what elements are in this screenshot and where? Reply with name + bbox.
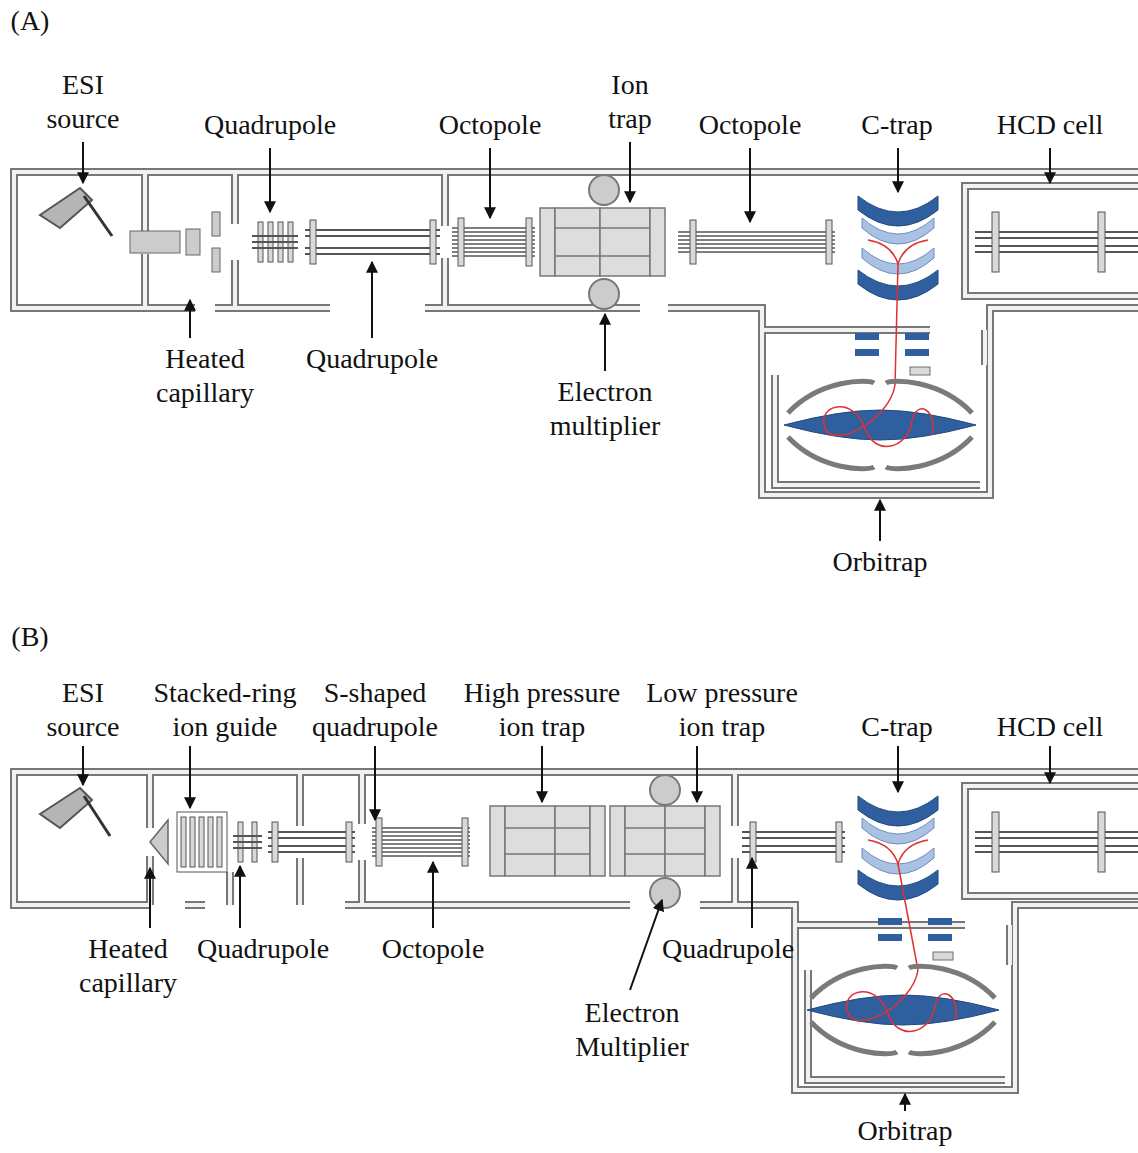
ion-path	[898, 864, 918, 970]
part-label: C-trap	[861, 108, 933, 142]
octopole	[452, 218, 535, 266]
esi-source	[40, 788, 110, 836]
high-pressure-ion-trap	[490, 806, 605, 876]
part-label: Octopole	[382, 932, 485, 966]
octopole	[372, 818, 470, 866]
ion-path	[895, 264, 898, 385]
quadrupole	[252, 222, 298, 262]
part-label: C-trap	[861, 710, 933, 744]
part-label: High pressure ion trap	[452, 676, 632, 743]
s-shaped-quadrupole	[268, 822, 355, 862]
part-label: (B)	[11, 620, 48, 654]
hcd-cell	[975, 812, 1138, 872]
orbitrap	[807, 918, 999, 1054]
quadrupole	[233, 822, 262, 862]
hcd-cell	[975, 212, 1138, 272]
ion-trap	[540, 208, 665, 276]
vacuum-housing	[14, 172, 1138, 495]
part-label: Electron Multiplier	[557, 996, 707, 1063]
part-label: Orbitrap	[833, 545, 928, 579]
part-label: (A)	[11, 4, 50, 38]
low-pressure-ion-trap	[610, 806, 720, 876]
electron-multiplier	[589, 175, 619, 309]
part-label: Quadrupole	[662, 932, 794, 966]
part-label: HCD cell	[997, 710, 1104, 744]
heated-capillary	[130, 212, 220, 272]
part-label: Quadrupole	[306, 342, 438, 376]
electron-multiplier	[650, 775, 680, 908]
octopole	[678, 220, 835, 264]
part-label: HCD cell	[997, 108, 1104, 142]
orbitrap	[784, 333, 976, 469]
heated-capillary	[150, 820, 168, 864]
leader-arrow	[83, 142, 1050, 1111]
part-label: Ion trap	[595, 68, 665, 135]
part-label: Octopole	[699, 108, 802, 142]
part-label: Electron multiplier	[530, 375, 680, 442]
part-label: Quadrupole	[204, 108, 336, 142]
stacked-ring-ion-guide	[177, 812, 227, 872]
part-label: Stacked-ring ion guide	[143, 676, 308, 743]
c-trap	[858, 796, 938, 900]
vacuum-housing	[14, 772, 1138, 1090]
part-label: ESI source	[38, 68, 128, 135]
part-label: Orbitrap	[858, 1114, 953, 1148]
part-label: Quadrupole	[197, 932, 329, 966]
part-label: Octopole	[439, 108, 542, 142]
part-label: S-shaped quadrupole	[300, 676, 450, 743]
quadrupole	[305, 220, 440, 264]
part-label: Heated capillary	[135, 342, 275, 409]
quadrupole	[742, 822, 845, 862]
part-label: Low pressure ion trap	[635, 676, 810, 743]
part-label: ESI source	[38, 676, 128, 743]
esi-source	[40, 188, 112, 236]
part-label: Heated capillary	[58, 932, 198, 999]
